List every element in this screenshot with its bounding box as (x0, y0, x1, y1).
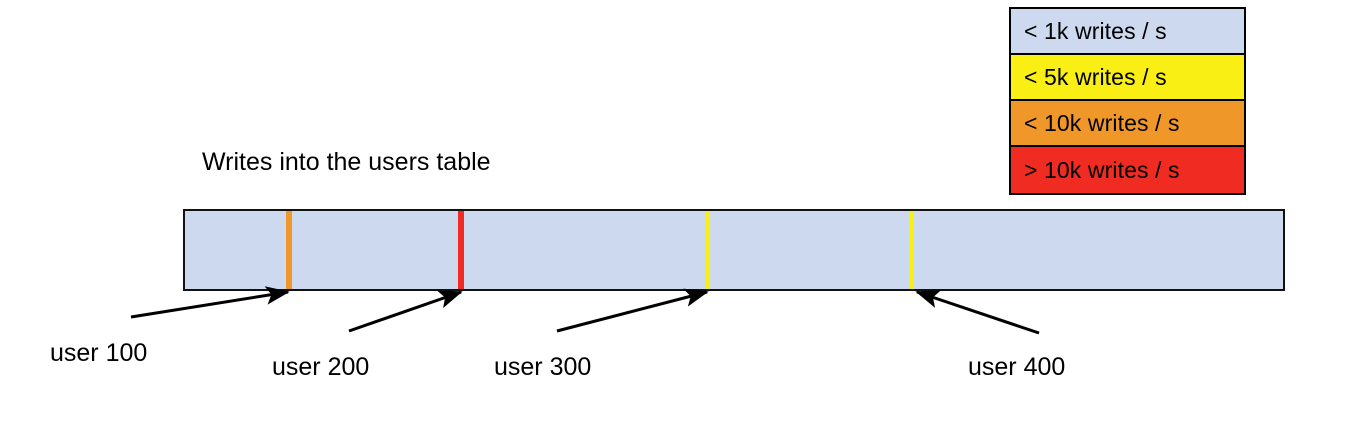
user-300-marker (705, 211, 710, 289)
users-table-keyspace-bar (183, 209, 1285, 291)
user-200-marker (458, 211, 464, 289)
callout-label-user-200: user 200 (272, 353, 370, 381)
legend-label-under-1k: < 1k writes / s (1024, 17, 1167, 44)
legend-row-under-1k: < 1k writes / s (1011, 9, 1244, 55)
chart-title: Writes into the users table (202, 148, 491, 176)
user-100-marker (286, 211, 292, 289)
legend-label-over-10k: > 10k writes / s (1024, 156, 1180, 183)
legend-row-over-10k: > 10k writes / s (1011, 147, 1244, 193)
writes-per-second-legend: < 1k writes / s < 5k writes / s < 10k wr… (1009, 7, 1246, 195)
arrow-user-300 (556, 288, 709, 333)
legend-row-under-10k: < 10k writes / s (1011, 101, 1244, 147)
callout-label-user-100: user 100 (50, 339, 148, 367)
arrow-user-200 (348, 290, 463, 333)
legend-label-under-5k: < 5k writes / s (1024, 63, 1167, 90)
arrow-user-400 (915, 290, 1040, 335)
legend-label-under-10k: < 10k writes / s (1024, 109, 1180, 136)
legend-row-under-5k: < 5k writes / s (1011, 55, 1244, 101)
arrow-user-100 (130, 286, 290, 319)
user-400-marker (909, 211, 914, 289)
callout-label-user-400: user 400 (968, 353, 1066, 381)
callout-label-user-300: user 300 (494, 353, 592, 381)
